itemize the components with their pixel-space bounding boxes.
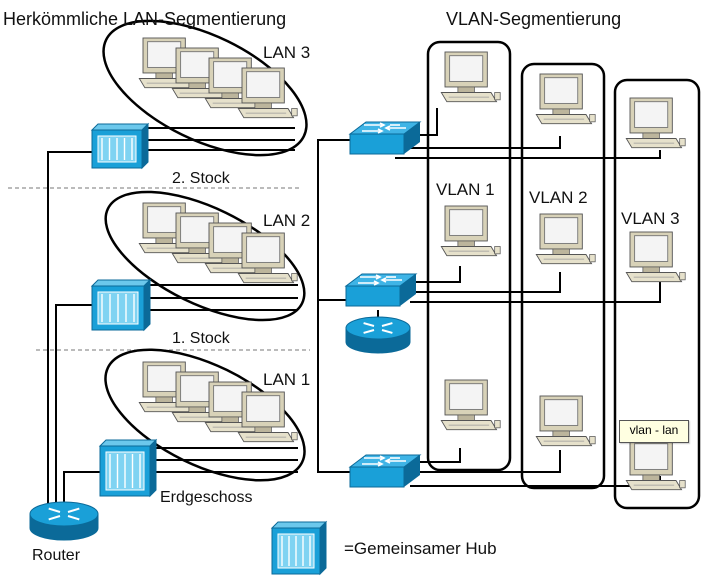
switch-icon [344, 273, 418, 307]
lan-group-outline [102, 19, 308, 157]
computer-icon [440, 51, 501, 103]
network-cable [405, 136, 561, 149]
label-lan-2: LAN 2 [263, 211, 311, 230]
title-vlan-segmentation: VLAN-Segmentierung [446, 9, 622, 29]
title-lan-segmentation: Herkömmliche LAN-Segmentierung [3, 9, 287, 29]
vlan-lan-tooltip: vlan - lan [619, 420, 689, 443]
legend-text: =Gemeinsamer Hub [344, 539, 497, 558]
network-cable [410, 266, 461, 283]
computer-icon [625, 97, 686, 149]
lan-group-outline [104, 190, 306, 322]
computer-icon [138, 37, 199, 89]
network-cable [317, 139, 358, 301]
label-ground-floor: Erdgeschoss [160, 489, 253, 506]
network-cable [408, 448, 461, 463]
network-cable [55, 304, 92, 520]
vlan-group-outline [426, 40, 512, 472]
computer-icon [535, 213, 596, 265]
computer-icon [625, 231, 686, 283]
label-vlan-2: VLAN 2 [529, 188, 588, 207]
network-cable [395, 150, 661, 159]
label-router: Router [32, 547, 81, 564]
hub-icon [90, 278, 152, 332]
computer-icon [535, 395, 596, 447]
router-icon [345, 316, 411, 354]
network-cable [410, 476, 661, 487]
network-cable [408, 450, 561, 473]
router-icon [29, 501, 99, 541]
label-vlan-1: VLAN 1 [436, 180, 495, 199]
label-lan-3: LAN 3 [263, 43, 311, 62]
hub-icon [98, 438, 158, 498]
label-lan-1: LAN 1 [263, 370, 311, 389]
computer-icon [237, 67, 298, 119]
computer-icon [237, 391, 298, 443]
computer-icon [440, 379, 501, 431]
computer-icon [535, 73, 596, 125]
hub-icon [270, 520, 328, 576]
computer-icon [237, 232, 298, 284]
network-cable [47, 151, 92, 520]
switch-icon [348, 121, 422, 155]
switch-icon [348, 454, 422, 488]
hub-icon [90, 122, 150, 170]
network-cable [410, 272, 561, 293]
vlan-group-outline [613, 78, 701, 510]
network-cable [317, 299, 350, 473]
label-floor-2: 2. Stock [172, 170, 230, 187]
computer-icon [625, 439, 686, 491]
label-floor-1: 1. Stock [172, 330, 230, 347]
computer-icon [440, 205, 501, 257]
label-vlan-3: VLAN 3 [621, 209, 680, 228]
network-cable [410, 282, 661, 303]
vlan-group-outline [520, 62, 606, 490]
